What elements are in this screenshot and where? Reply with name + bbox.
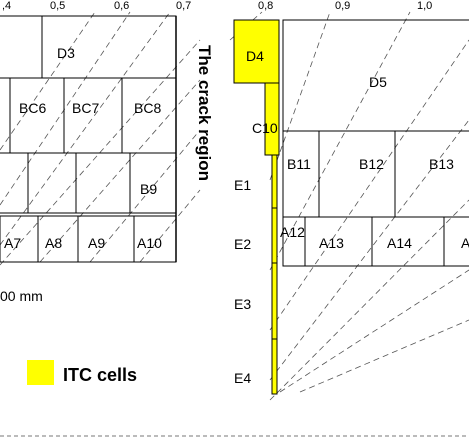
- tick-label: 0,8: [258, 0, 273, 12]
- cell-label-B12: B12: [359, 156, 384, 172]
- tick-label: ,4: [2, 0, 11, 12]
- tick-label: 0,7: [176, 0, 191, 12]
- cell-B13: [394, 130, 469, 218]
- cell-label-A13: A13: [319, 235, 344, 251]
- itc-cell-E1: [271, 154, 278, 209]
- cell-label-E3: E3: [234, 296, 251, 312]
- tick-label: 1,0: [417, 0, 432, 12]
- cell-label-BC7: BC7: [72, 100, 99, 116]
- cell-label-B9: B9: [140, 181, 157, 197]
- cell-label-D3: D3: [57, 45, 75, 61]
- cell-B12: [318, 130, 396, 218]
- itc-cell-E2: [271, 207, 278, 264]
- cell-label-BC6: BC6: [19, 100, 46, 116]
- cell-label-E4: E4: [234, 370, 251, 386]
- right-cell-block: [282, 19, 469, 267]
- cell-A15-partial: [443, 216, 469, 267]
- itc-cell-C10: [264, 82, 280, 156]
- cell-label-A10: A10: [137, 235, 162, 251]
- itc-cell-E4: [271, 338, 278, 395]
- cell-label-A7: A7: [4, 235, 21, 251]
- legend-label: ITC cells: [63, 365, 137, 385]
- cell-A9: [77, 215, 135, 263]
- legend: ITC cells: [27, 360, 137, 385]
- right-cell-labels: D4 D5 C10 B11 B12 B13 A12 A13 A14 A E1 E…: [234, 48, 469, 386]
- top-scale: ,4 0,5 0,6 0,7 0,8 0,9 1,0: [2, 0, 432, 12]
- cell-left-b-1: [27, 152, 77, 214]
- cell-left-b-2: [75, 152, 131, 214]
- cell-label-B13: B13: [429, 156, 454, 172]
- cell-left-b-partial: [0, 152, 29, 214]
- cell-label-B11: B11: [287, 156, 311, 172]
- cell-label-A12: A12: [280, 224, 305, 240]
- cell-label-D5: D5: [369, 74, 387, 90]
- cell-left-upper: [0, 15, 43, 79]
- tick-label: 0,5: [50, 0, 65, 12]
- cell-label-BC8: BC8: [134, 100, 161, 116]
- cell-label-A15-partial: A: [461, 235, 469, 251]
- cell-label-A14: A14: [387, 235, 412, 251]
- cell-label-C10: C10: [252, 120, 278, 136]
- cell-label-A8: A8: [45, 235, 62, 251]
- legend-swatch: [27, 360, 54, 385]
- cell-B11: [282, 130, 320, 218]
- cell-label-E1: E1: [234, 177, 251, 193]
- cell-label-D4: D4: [246, 48, 264, 64]
- cell-label-E2: E2: [234, 236, 251, 252]
- unit-label: 00 mm: [0, 288, 43, 304]
- left-cell-block: [0, 15, 177, 263]
- tick-label: 0,9: [335, 0, 350, 12]
- itc-cell-E3: [271, 262, 278, 340]
- left-cell-labels: D3 BC6 BC7 BC8 B9 A7 A8 A9 A10: [4, 45, 162, 251]
- tick-label: 0,6: [114, 0, 129, 12]
- itc-cells: [233, 19, 280, 395]
- cell-left-bc-partial: [0, 77, 11, 154]
- itc-cell-D4: [233, 19, 280, 84]
- crack-region-label: The crack region: [195, 45, 214, 181]
- cell-label-A9: A9: [88, 235, 105, 251]
